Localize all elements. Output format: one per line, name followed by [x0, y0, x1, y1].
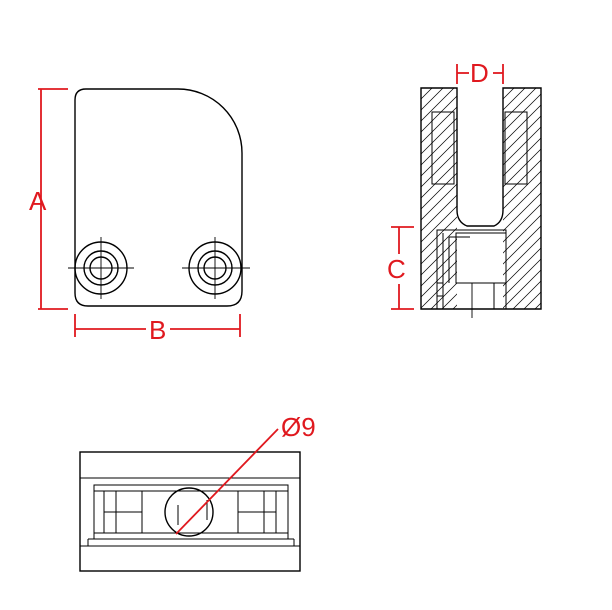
front-view-outline — [74, 88, 243, 307]
hatch-line — [503, 159, 541, 199]
section-outline — [420, 87, 542, 310]
center-hole — [164, 487, 214, 537]
dimension-b-label: B — [149, 315, 166, 345]
left-wall-hatch — [421, 88, 612, 309]
hatch-line — [421, 172, 457, 210]
hatch-line — [421, 117, 457, 155]
hatch-line — [503, 170, 541, 210]
dimension-d-label: D — [470, 58, 489, 88]
dimension-c-label: C — [387, 254, 406, 284]
top-view — [79, 451, 301, 572]
dimension-d: D — [456, 58, 504, 88]
hatch-line — [421, 95, 457, 133]
right-wall-hatch — [503, 88, 612, 309]
hatch-line — [523, 291, 541, 309]
hatch-line — [421, 260, 457, 298]
hatch-line — [430, 282, 457, 309]
hatch-line — [503, 115, 541, 155]
hatch-line — [503, 148, 541, 188]
hatch-line — [503, 258, 541, 298]
hatch-line — [421, 238, 457, 276]
top-view-outline — [79, 451, 301, 572]
hatch-line — [421, 249, 457, 287]
hatch-line — [503, 88, 526, 111]
dimension-a-label: A — [29, 186, 47, 216]
hatch-line — [503, 104, 541, 144]
hatch-line — [421, 183, 457, 221]
diameter-callout: Ø9 — [175, 412, 316, 535]
dimension-b: B — [74, 314, 241, 345]
hatch-line — [512, 280, 541, 309]
hatch-line — [503, 214, 541, 254]
hatch-line — [546, 88, 612, 309]
lower-insert — [436, 229, 507, 310]
hatch-line — [421, 194, 457, 232]
diameter-label: Ø9 — [281, 412, 316, 442]
hatch-line — [503, 247, 541, 287]
front-view — [68, 88, 250, 307]
hatch-line — [464, 88, 612, 309]
right-bolt-hole — [182, 237, 250, 299]
hatch-line — [503, 269, 541, 309]
hatch-line — [503, 93, 541, 133]
hatch-line — [421, 106, 457, 144]
left-bolt-hole — [68, 237, 134, 299]
right-pocket — [504, 111, 528, 185]
hatch-line — [503, 181, 541, 221]
hatch-line — [534, 302, 541, 309]
dimension-a: A — [29, 88, 68, 310]
hatch-line — [452, 304, 457, 309]
hatch-line — [503, 192, 541, 232]
side-section-view — [420, 87, 612, 318]
hatch-line — [421, 271, 457, 309]
left-pocket — [431, 111, 455, 185]
dimension-c: C — [386, 226, 414, 310]
